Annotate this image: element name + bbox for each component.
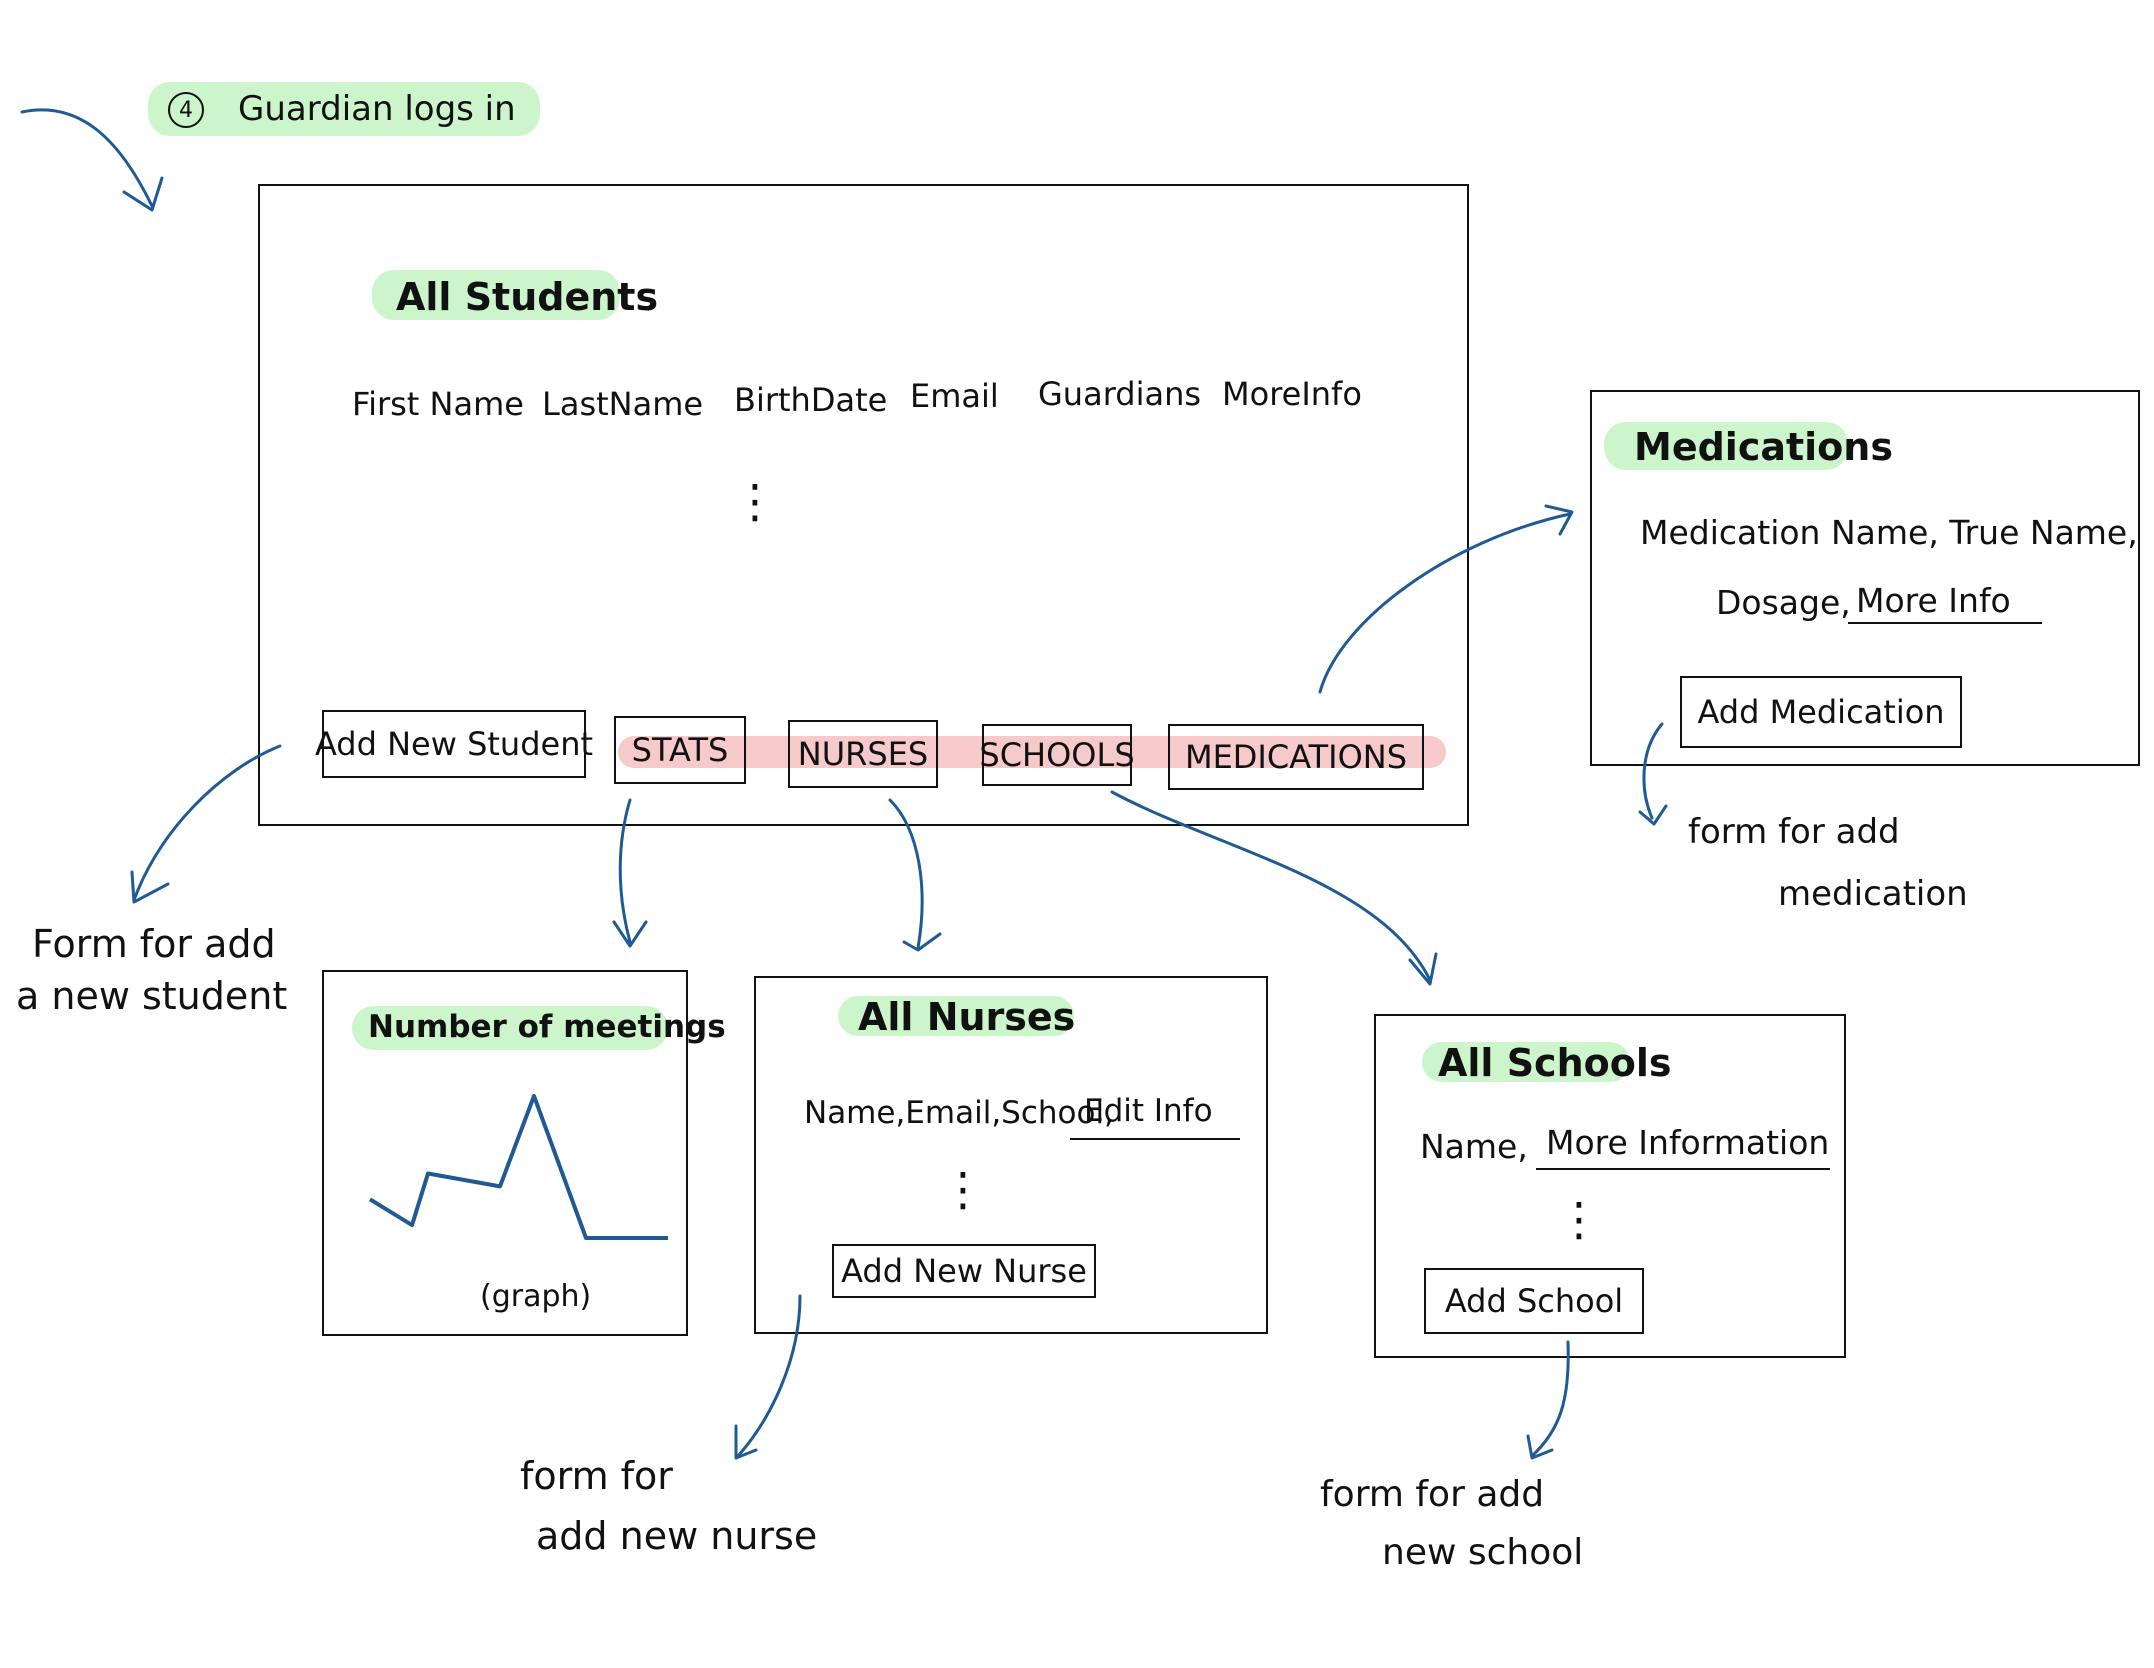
column-first-name: First Name — [352, 385, 524, 423]
meetings-screen — [322, 970, 688, 1336]
column-email: Email — [910, 377, 999, 415]
nurses-fields: Name,Email,School, — [804, 1095, 1114, 1131]
column-guardians: Guardians — [1038, 375, 1202, 413]
edit-info-underline — [1070, 1138, 1240, 1140]
column-more-info: MoreInfo — [1222, 375, 1362, 413]
step-label: Guardian logs in — [238, 89, 516, 129]
add-school-button[interactable]: Add School — [1424, 1268, 1644, 1334]
meetings-title-highlight — [352, 1006, 668, 1050]
medications-more-info-link[interactable]: More Info — [1856, 581, 2011, 620]
schools-title-highlight — [1422, 1042, 1630, 1082]
students-title: All Students — [396, 275, 659, 319]
schools-more-information-link[interactable]: More Information — [1546, 1123, 1830, 1162]
nav-highlight — [618, 736, 1446, 768]
medications-screen — [1590, 390, 2140, 766]
nurses-ellipsis: ⋮ — [940, 1162, 986, 1216]
note-new-school-line1: form for add — [1320, 1474, 1545, 1515]
step-number: 4 — [179, 97, 193, 123]
nurses-title: All Nurses — [858, 995, 1076, 1039]
meetings-graph-caption: (graph) — [480, 1279, 592, 1314]
medications-title-highlight — [1604, 422, 1848, 470]
nurses-title-highlight — [838, 996, 1074, 1036]
column-last-name: LastName — [542, 385, 704, 423]
more-info-underline — [1848, 622, 2042, 624]
nurses-button[interactable]: NURSES — [788, 720, 938, 788]
arrow-into-students — [20, 108, 164, 212]
note-new-nurse-line1: form for — [520, 1454, 673, 1498]
add-new-student-button[interactable]: Add New Student — [315, 710, 593, 778]
schools-title: All Schools — [1438, 1041, 1672, 1085]
students-title-highlight — [372, 270, 620, 320]
schools-ellipsis: ⋮ — [1556, 1192, 1602, 1246]
note-new-medication-line2: medication — [1778, 874, 1968, 914]
rows-ellipsis: ⋮ — [732, 474, 778, 528]
medications-dosage: Dosage, — [1716, 583, 1851, 622]
medications-button[interactable]: MEDICATIONS — [1168, 724, 1424, 790]
note-new-school-line2: new school — [1382, 1532, 1584, 1573]
note-new-medication-line1: form for add — [1688, 812, 1900, 852]
schools-button[interactable]: SCHOOLS — [979, 724, 1135, 786]
more-information-underline — [1536, 1168, 1830, 1170]
schools-screen — [1374, 1014, 1846, 1358]
column-birth-date: BirthDate — [734, 381, 888, 419]
step-highlight — [148, 82, 540, 136]
nurses-screen — [754, 976, 1268, 1334]
note-new-student-line2: a new student — [16, 974, 288, 1018]
medications-fields: Medication Name, True Name, — [1640, 513, 2138, 552]
meetings-title: Number of meetings — [368, 1009, 726, 1045]
step-number-badge: 4 — [168, 92, 204, 128]
note-new-student-line1: Form for add — [32, 922, 276, 966]
note-new-nurse-line2: add new nurse — [536, 1514, 818, 1558]
add-new-nurse-button[interactable]: Add New Nurse — [832, 1244, 1096, 1298]
nurses-edit-info-link[interactable]: Edit Info — [1084, 1093, 1213, 1129]
add-medication-button[interactable]: Add Medication — [1680, 676, 1962, 748]
stats-button[interactable]: STATS — [614, 716, 746, 784]
schools-fields: Name, — [1420, 1127, 1528, 1166]
students-screen — [258, 184, 1469, 826]
arrow-to-school-form — [1526, 1340, 1570, 1460]
medications-title: Medications — [1634, 425, 1893, 469]
